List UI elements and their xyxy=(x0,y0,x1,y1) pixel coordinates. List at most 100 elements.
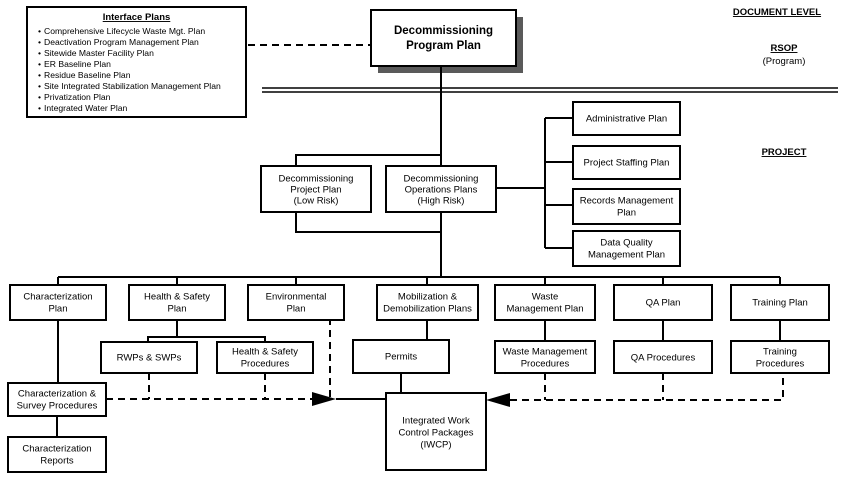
iwcp-box xyxy=(385,392,487,471)
waste-management-plan-node: Waste Management Plan xyxy=(494,284,596,321)
rwps-swps-label: RWPs & SWPs xyxy=(117,353,182,364)
interface-plans-heading: Interface Plans xyxy=(103,12,171,23)
data-quality-plan-label-line2: Management Plan xyxy=(588,250,665,261)
health-safety-procedures-label-line1: Health & Safety xyxy=(232,347,298,358)
qa-plan-box xyxy=(613,284,713,321)
administrative-plan-label: Administrative Plan xyxy=(586,114,667,125)
administrative-plan-node: Administrative Plan xyxy=(572,101,681,136)
characterization-reports-box xyxy=(7,436,107,473)
project-plan-label-line3: (Low Risk) xyxy=(294,196,339,207)
waste-management-procedures-label-line2: Procedures xyxy=(521,359,570,370)
health-safety-procedures-node: Health & Safety Procedures xyxy=(216,341,314,374)
interface-plans-item: •Comprehensive Lifecycle Waste Mgt. Plan xyxy=(38,26,205,36)
health-safety-plan-label-line1: Health & Safety xyxy=(144,292,210,303)
level-labels: DOCUMENT LEVEL RSOP (Program) PROJECT xyxy=(733,7,821,158)
qa-plan-label: QA Plan xyxy=(646,298,681,309)
training-procedures-box xyxy=(730,340,830,374)
waste-management-procedures-label-line1: Waste Management xyxy=(503,347,588,358)
records-management-plan-label-line2: Plan xyxy=(617,208,636,219)
environmental-plan-box xyxy=(247,284,345,321)
qa-procedures-node: QA Procedures xyxy=(613,340,713,374)
waste-management-plan-label-line1: Waste xyxy=(532,292,559,303)
characterization-reports-label-line2: Reports xyxy=(40,456,74,467)
level-divider xyxy=(262,87,838,93)
environmental-plan-label-line2: Plan xyxy=(286,304,305,315)
iwcp-label-line2: Control Packages xyxy=(399,428,474,439)
connector-hs-to-rwps xyxy=(147,320,178,342)
waste-management-procedures-box xyxy=(494,340,596,374)
interface-plans-item: •Sitewide Master Facility Plan xyxy=(38,48,154,58)
characterization-survey-label-line2: Survey Procedures xyxy=(17,401,98,412)
environmental-plan-node: Environmental Plan xyxy=(247,284,345,321)
project-plan-label-line2: Project Plan xyxy=(290,185,341,196)
arrowhead-into-iwcp-right xyxy=(486,393,510,407)
iwcp-label-line3: (IWCP) xyxy=(420,440,451,451)
permits-box xyxy=(352,339,450,374)
records-management-plan-box xyxy=(572,188,681,225)
characterization-survey-procedures-node: Characterization & Survey Procedures xyxy=(7,382,107,417)
label-document-level: DOCUMENT LEVEL xyxy=(733,7,821,18)
operations-plans-label-line3: (High Risk) xyxy=(418,196,465,207)
project-staffing-plan-box xyxy=(572,145,681,180)
connector-hs-to-hs-procedures xyxy=(177,336,266,342)
waste-management-procedures-node: Waste Management Procedures xyxy=(494,340,596,374)
interface-plans-item: •Deactivation Program Management Plan xyxy=(38,37,199,47)
operations-plans-box xyxy=(385,165,497,213)
records-management-plan-node: Records Management Plan xyxy=(572,188,681,225)
training-plan-node: Training Plan xyxy=(730,284,830,321)
mobilization-plans-label-line1: Mobilization & xyxy=(398,292,458,303)
health-safety-plan-label-line2: Plan xyxy=(167,304,186,315)
arrowhead-into-iwcp-left xyxy=(312,392,336,406)
project-staffing-plan-label: Project Staffing Plan xyxy=(584,158,670,169)
data-quality-plan-box xyxy=(572,230,681,267)
program-plan-label-line2: Program Plan xyxy=(406,40,481,52)
dashed-training-to-iwcp xyxy=(510,373,784,401)
rwps-swps-node: RWPs & SWPs xyxy=(100,341,198,374)
training-procedures-label-line2: Procedures xyxy=(756,359,805,370)
health-safety-plan-box xyxy=(128,284,226,321)
characterization-plan-node: Characterization Plan xyxy=(9,284,107,321)
training-plan-box xyxy=(730,284,830,321)
label-rsop-sub: (Program) xyxy=(763,56,806,67)
characterization-plan-label-line2: Plan xyxy=(48,304,67,315)
interface-plans-panel: Interface Plans •Comprehensive Lifecycle… xyxy=(26,6,247,118)
interface-plans-item: •Privatization Plan xyxy=(38,92,111,102)
interface-plans-item: •Site Integrated Stabilization Managemen… xyxy=(38,81,221,91)
administrative-plan-box xyxy=(572,101,681,136)
waste-management-plan-box xyxy=(494,284,596,321)
iwcp-label-line1: Integrated Work xyxy=(402,416,470,427)
training-procedures-node: Training Procedures xyxy=(730,340,830,374)
characterization-reports-label-line1: Characterization xyxy=(22,444,91,455)
qa-plan-node: QA Plan xyxy=(613,284,713,321)
data-quality-plan-node: Data Quality Management Plan xyxy=(572,230,681,267)
interface-plans-item: •ER Baseline Plan xyxy=(38,59,111,69)
interface-plans-item: •Integrated Water Plan xyxy=(38,103,128,113)
connector-trunk-to-project-plan xyxy=(295,154,441,166)
waste-management-plan-label-line2: Management Plan xyxy=(506,304,583,315)
qa-procedures-label: QA Procedures xyxy=(631,353,696,364)
project-plan-node: Decommissioning Project Plan (Low Risk) xyxy=(260,165,372,213)
interface-plans-box xyxy=(26,6,247,118)
mobilization-plans-node: Mobilization & Demobilization Plans xyxy=(376,284,479,321)
connector-middle-merge xyxy=(295,212,442,233)
program-plan-box xyxy=(370,9,517,67)
characterization-plan-label-line1: Characterization xyxy=(23,292,92,303)
data-quality-plan-label-line1: Data Quality xyxy=(600,238,653,249)
interface-plans-item: •Residue Baseline Plan xyxy=(38,70,131,80)
program-plan-node: Decommissioning Program Plan xyxy=(370,9,523,73)
project-staffing-plan-node: Project Staffing Plan xyxy=(572,145,681,180)
mobilization-plans-box xyxy=(376,284,479,321)
operations-plans-label-line2: Operations Plans xyxy=(405,185,478,196)
environmental-plan-label-line1: Environmental xyxy=(266,292,327,303)
characterization-reports-node: Characterization Reports xyxy=(7,436,107,473)
project-plan-label-line1: Decommissioning xyxy=(279,174,354,185)
project-plan-box xyxy=(260,165,372,213)
characterization-survey-label-line1: Characterization & xyxy=(18,389,97,400)
training-procedures-label-line1: Training xyxy=(763,347,797,358)
operations-plans-node: Decommissioning Operations Plans (High R… xyxy=(385,165,497,213)
health-safety-procedures-label-line2: Procedures xyxy=(241,359,290,370)
dashed-environmental-to-iwcp xyxy=(329,319,344,399)
label-project: PROJECT xyxy=(762,147,807,158)
permits-label: Permits xyxy=(385,352,417,363)
permits-node: Permits xyxy=(352,339,450,374)
